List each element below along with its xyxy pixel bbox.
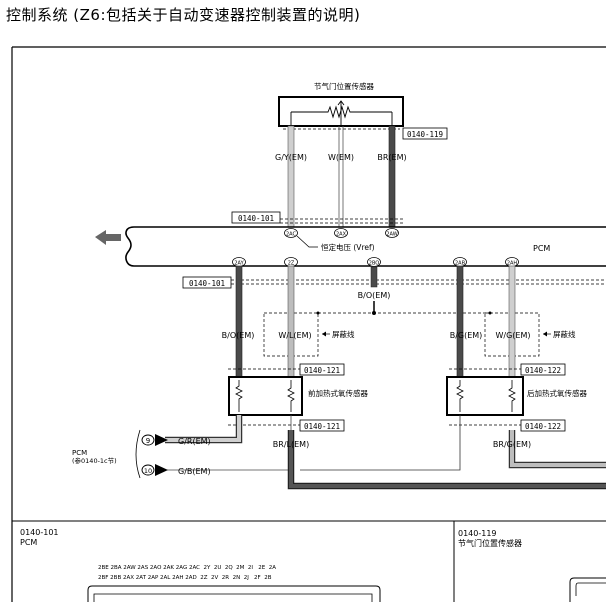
- pin-2bo: 2BO: [367, 257, 381, 267]
- pcm-label: PCM: [533, 244, 550, 253]
- wire-bo-left: [235, 265, 243, 381]
- svg-text:2AH: 2AH: [507, 261, 518, 267]
- wire-brl-label: BR/L(EM): [273, 440, 309, 449]
- pcm-pin-10: 10: [141, 464, 168, 476]
- pcm-left-ref-box: [182, 276, 232, 289]
- wire-wl: [287, 265, 295, 381]
- bottom-left-name: PCM: [20, 538, 37, 547]
- bottom-right-name: 节气门位置传感器: [458, 538, 522, 548]
- rear-o2-ref-bottom: 0140-122: [525, 422, 561, 431]
- svg-text:2AY: 2AY: [234, 261, 244, 267]
- shield-right-label: 屏蔽线: [553, 329, 576, 339]
- pcm-connector-outline: [87, 585, 381, 602]
- pcm-arrow-icon: [95, 230, 121, 245]
- pcm-pin-9: 9: [141, 434, 168, 446]
- wire-brl: [287, 430, 606, 490]
- svg-text:2AX: 2AX: [336, 232, 347, 238]
- wire-br-label: BR(EM): [377, 153, 406, 162]
- svg-text:2AB: 2AB: [455, 261, 466, 267]
- vref-leader: [296, 235, 318, 248]
- wire-bo-left-label: B/O(EM): [222, 331, 255, 340]
- bottom-right-ref: 0140-119: [458, 529, 497, 538]
- throttle-sensor: 节气门位置传感器 0140-119: [278, 81, 448, 140]
- svg-text:9: 9: [146, 437, 150, 445]
- bottom-left-pins-row2: 2BF 2BB 2AX 2AT 2AP 2AL 2AH 2AD 2Z 2V 2R…: [98, 575, 272, 581]
- rear-o2-ref-top-box: [520, 363, 566, 376]
- svg-text:2AW: 2AW: [386, 232, 397, 238]
- page-title: 控制系统 (Z6:包括关于自动变速器控制装置的说明): [6, 6, 361, 24]
- wire-wg-label: W/G(EM): [495, 331, 530, 340]
- front-o2-ref-top: 0140-121: [304, 366, 340, 375]
- throttle-resistor: [291, 105, 392, 119]
- throttle-ref-box: [402, 127, 448, 140]
- pcm-body: [125, 226, 606, 267]
- pcm-ref-bracket: [135, 429, 141, 479]
- tps-connector-outline: [569, 577, 606, 602]
- wire-br: [388, 125, 396, 229]
- pin-2ax: 2AX: [334, 228, 348, 238]
- pcm-ref-line2: (参0140-1c节): [72, 456, 117, 465]
- pin-2ah: 2AH: [505, 257, 519, 267]
- wire-gy: [287, 125, 295, 229]
- wire-left-return: [300, 415, 461, 471]
- vref-label: 恒定电压 (Vref): [321, 242, 375, 252]
- rear-o2-ref-top: 0140-122: [525, 366, 561, 375]
- pin-2ac: 2AC: [284, 228, 298, 238]
- pin-2ay: 2AY: [232, 257, 246, 267]
- rear-o2-sensor: 后加热式氧传感器: [446, 376, 587, 416]
- svg-text:2AC: 2AC: [286, 232, 297, 238]
- wire-brg-label: BR/G(EM): [493, 440, 531, 449]
- pin-2aw: 2AW: [385, 228, 399, 238]
- wire-gr-label: G/R(EM): [178, 437, 211, 446]
- front-o2-ref-bottom: 0140-121: [304, 422, 340, 431]
- rear-o2-label: 后加热式氧传感器: [527, 388, 587, 398]
- wire-bg-label: B/G(EM): [450, 331, 483, 340]
- wire-wg: [508, 265, 516, 381]
- throttle-ref: 0140-119: [407, 130, 443, 139]
- pcm-top-ref: 0140-101: [238, 214, 274, 223]
- svg-text:2Z: 2Z: [288, 261, 295, 267]
- svg-text:10: 10: [144, 467, 152, 475]
- shield-left-label: 屏蔽线: [332, 329, 355, 339]
- pin-2z: 2Z: [284, 257, 298, 267]
- bottom-left-ref: 0140-101: [20, 528, 59, 537]
- front-o2-ref-top-box: [299, 363, 345, 376]
- front-o2-sensor: 前加热式氧传感器: [228, 376, 368, 416]
- wire-gb-label: G/B(EM): [178, 467, 211, 476]
- bottom-left-pins-row1: 2BE 2BA 2AW 2AS 2AO 2AK 2AG 2AC 2Y 2U 2Q…: [98, 565, 276, 571]
- pcm-left-ref: 0140-101: [189, 279, 225, 288]
- wire-wl-label: W/L(EM): [278, 331, 311, 340]
- wire-w-label: W(EM): [328, 153, 354, 162]
- svg-text:2BO: 2BO: [369, 261, 380, 267]
- pcm-top-ref-box: [231, 211, 281, 224]
- front-o2-label: 前加热式氧传感器: [308, 388, 368, 398]
- throttle-sensor-label: 节气门位置传感器: [314, 81, 374, 91]
- front-o2-ref-bottom-box: [299, 419, 345, 432]
- pcm-ref-line1: PCM: [72, 449, 87, 457]
- rear-o2-ref-bottom-box: [520, 419, 566, 432]
- wire-bo-shield-label: B/O(EM): [358, 291, 391, 300]
- wire-gy-label: G/Y(EM): [275, 153, 307, 162]
- pin-2ab: 2AB: [453, 257, 467, 267]
- wire-bg: [456, 265, 464, 381]
